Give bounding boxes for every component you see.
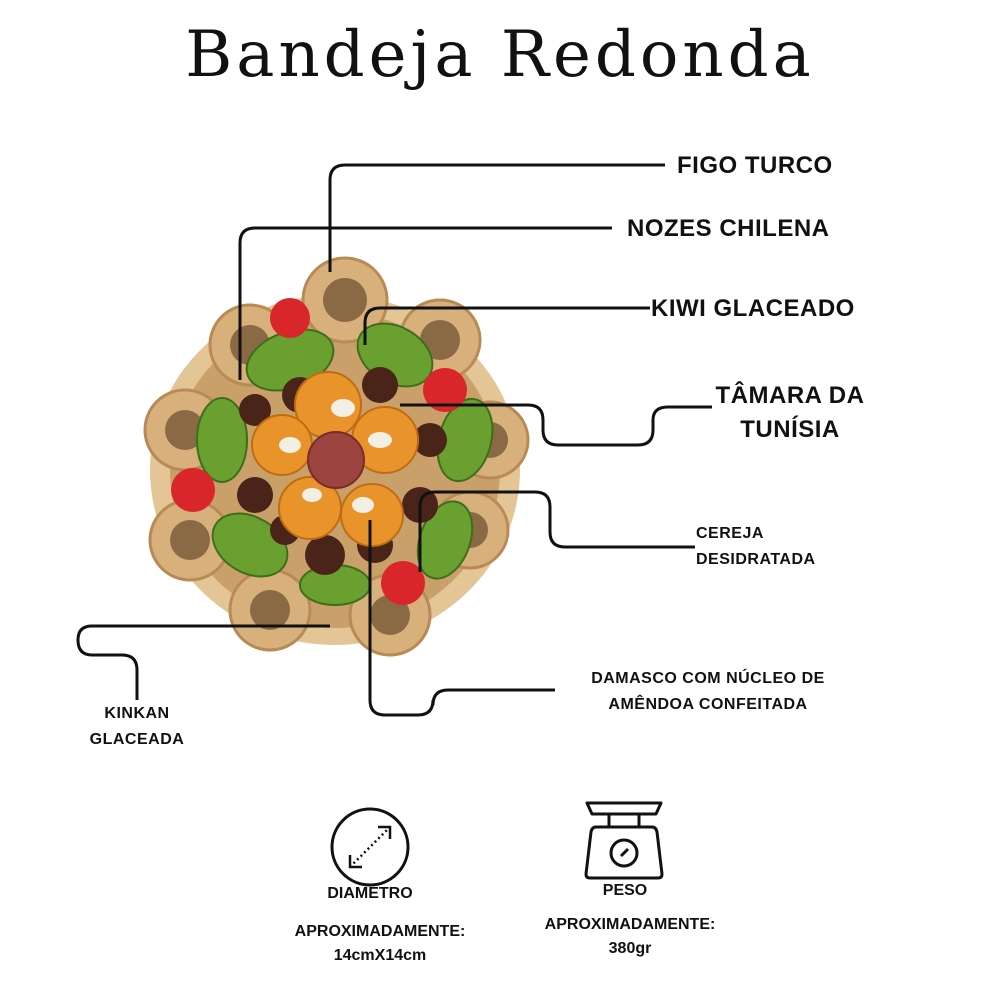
diameter-prefix: APROXIMADAMENTE:	[294, 923, 466, 940]
label-tamara: TÂMARA DA TUNÍSIA	[700, 379, 880, 447]
label-kinkan-line2: GLACEADA	[89, 731, 185, 748]
leader-lines	[76, 163, 712, 717]
label-figo-turco: FIGO TURCO	[677, 152, 833, 179]
page-title: Bandeja Redonda	[185, 18, 815, 92]
weight-measure: 380gr	[608, 940, 652, 957]
label-kinkan-line1: KINKAN	[104, 705, 170, 722]
label-tamara-line1: TÂMARA DA	[715, 382, 865, 409]
label-kiwi-glaceado: KIWI GLACEADO	[651, 295, 855, 322]
diameter-value: APROXIMADAMENTE: 14cmX14cm	[260, 920, 500, 968]
weight-label: PESO	[602, 882, 648, 899]
label-damasco: DAMASCO COM NÚCLEO DE AMÊNDOA CONFEITADA	[570, 666, 846, 718]
diameter-icon	[330, 807, 410, 887]
tray-photo	[143, 256, 530, 657]
scale-icon	[584, 801, 664, 880]
diameter-label: DIAMETRO	[327, 885, 413, 902]
label-damasco-line1: DAMASCO COM NÚCLEO DE	[591, 670, 825, 687]
label-kinkan: KINKAN GLACEADA	[72, 701, 202, 753]
label-cereja-line1: CEREJA	[696, 525, 764, 542]
weight-prefix: APROXIMADAMENTE:	[544, 916, 716, 933]
weight-value: APROXIMADAMENTE: 380gr	[510, 913, 750, 961]
diameter-measure: 14cmX14cm	[333, 947, 427, 964]
label-nozes-chilena: NOZES CHILENA	[627, 215, 830, 242]
label-cereja: CEREJA DESIDRATADA	[696, 521, 816, 573]
label-damasco-line2: AMÊNDOA CONFEITADA	[608, 696, 808, 713]
label-cereja-line2: DESIDRATADA	[696, 551, 816, 568]
label-tamara-line2: TUNÍSIA	[740, 416, 840, 443]
